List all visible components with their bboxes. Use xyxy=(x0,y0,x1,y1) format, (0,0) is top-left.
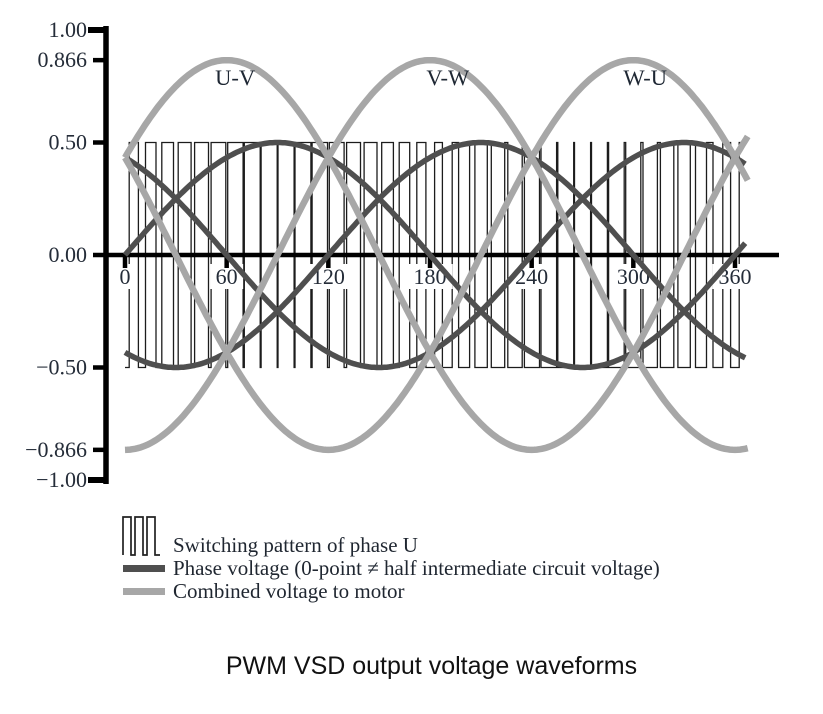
legend-item-label: Switching pattern of phase U xyxy=(173,533,418,557)
legend-key xyxy=(121,557,173,580)
light-line-swatch xyxy=(123,588,165,595)
y-tick-label: −0.866 xyxy=(25,437,87,462)
legend-key xyxy=(121,516,173,557)
legend-item-label: Combined voltage to motor xyxy=(173,579,405,603)
x-tick-label-bg xyxy=(114,264,136,289)
legend-key xyxy=(121,580,173,603)
phase-voltage-u-curve xyxy=(122,139,748,371)
figure-caption: PWM VSD output voltage waveforms xyxy=(225,652,638,680)
legend-item-label: Phase voltage (0-point ≠ half intermedia… xyxy=(173,556,660,580)
legend-item-switching-pattern: Switching pattern of phase U xyxy=(121,516,660,557)
y-tick-label: 0.00 xyxy=(49,242,88,267)
combined-voltage-u-v-curve xyxy=(122,56,751,454)
y-tick-label: 0.50 xyxy=(49,130,88,155)
combined-voltage-w-u-curve xyxy=(122,56,751,454)
pwm-pattern-icon xyxy=(122,514,162,556)
combined-voltage-v-w-curve xyxy=(124,56,749,454)
y-tick-label: −0.50 xyxy=(36,355,87,380)
x-tick-label: 60 xyxy=(216,264,238,289)
x-tick-label: 0 xyxy=(120,264,131,289)
y-tick-label: −1.00 xyxy=(36,467,87,492)
legend: Switching pattern of phase U Phase volta… xyxy=(121,516,660,603)
curve-label: V-W xyxy=(426,65,470,90)
legend-item-combined-voltage: Combined voltage to motor xyxy=(121,580,660,603)
y-tick-label: 0.866 xyxy=(38,47,88,72)
y-tick-label: 1.00 xyxy=(49,17,88,42)
legend-item-phase-voltage: Phase voltage (0-point ≠ half intermedia… xyxy=(121,557,660,580)
curve-label: W-U xyxy=(623,65,667,90)
dark-line-swatch xyxy=(123,565,165,572)
curve-label: U-V xyxy=(215,65,255,90)
